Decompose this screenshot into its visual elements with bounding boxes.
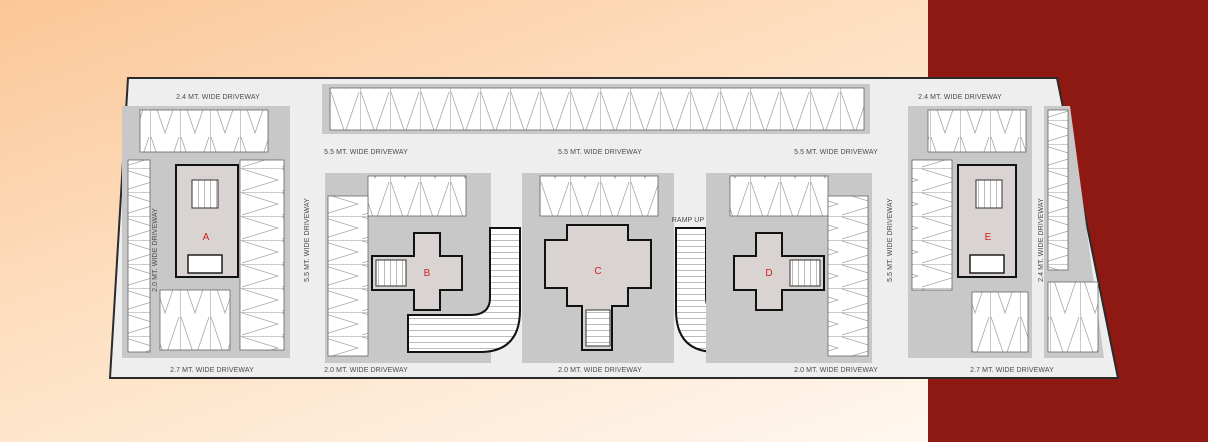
right-stalls-lower (971, 291, 1029, 353)
core-e-stairs (975, 179, 1003, 209)
left-stalls-col1 (127, 159, 151, 353)
left-stalls-col2 (239, 159, 285, 351)
driveway-label-bottom-left: 2.7 MT. WIDE DRIVEWAY (170, 367, 254, 374)
driveway-label-vert-right: 5.5 MT. WIDE DRIVEWAY (887, 198, 894, 282)
core-b (371, 232, 463, 311)
left-ramp (407, 227, 521, 353)
core-d-stairs (789, 259, 821, 287)
core-a-stairs (191, 179, 219, 209)
core-a-lifts (187, 254, 223, 274)
driveway-label-top-right: 2.4 MT. WIDE DRIVEWAY (918, 94, 1002, 101)
driveway-label-bottom-center-right: 2.0 MT. WIDE DRIVEWAY (794, 367, 878, 374)
driveway-label-top-left: 2.4 MT. WIDE DRIVEWAY (176, 94, 260, 101)
driveway-label-mid-center: 5.5 MT. WIDE DRIVEWAY (558, 149, 642, 156)
core-c (544, 224, 652, 351)
far-right-stalls (1047, 109, 1069, 271)
driveway-label-vert-far-left: 2.0 MT. WIDE DRIVEWAY (152, 208, 159, 292)
block-b-left-stalls (327, 195, 369, 357)
core-d (733, 232, 825, 311)
top-stalls (329, 87, 865, 131)
left-top-stalls (139, 109, 269, 153)
right-top-stalls (927, 109, 1027, 153)
driveway-label-vert-left: 5.5 MT. WIDE DRIVEWAY (304, 198, 311, 282)
block-b-top-stalls (367, 175, 467, 217)
driveway-label-bottom-right: 2.7 MT. WIDE DRIVEWAY (970, 367, 1054, 374)
core-e-lifts (969, 254, 1005, 274)
core-label-a: A (203, 232, 210, 243)
left-stalls-col3 (159, 289, 231, 351)
right-stalls-col1 (911, 159, 953, 291)
core-c-stairs (585, 309, 611, 347)
driveway-label-mid-right: 5.5 MT. WIDE DRIVEWAY (794, 149, 878, 156)
block-d-right-stalls (827, 195, 869, 357)
ramp-up-label: RAMP UP (672, 217, 705, 224)
block-c-top-stalls (539, 175, 659, 217)
driveway-label-bottom-center: 2.0 MT. WIDE DRIVEWAY (558, 367, 642, 374)
core-label-e: E (985, 232, 992, 243)
core-label-d: D (765, 268, 772, 279)
driveway-label-mid-left: 5.5 MT. WIDE DRIVEWAY (324, 149, 408, 156)
core-label-b: B (424, 268, 431, 279)
block-d-top-stalls (729, 175, 829, 217)
far-right-lower-stalls (1047, 281, 1099, 353)
driveway-label-bottom-center-left: 2.0 MT. WIDE DRIVEWAY (324, 367, 408, 374)
driveway-label-vert-far-right: 2.4 MT. WIDE DRIVEWAY (1038, 198, 1045, 282)
core-label-c: C (594, 266, 601, 277)
core-b-stairs (375, 259, 407, 287)
